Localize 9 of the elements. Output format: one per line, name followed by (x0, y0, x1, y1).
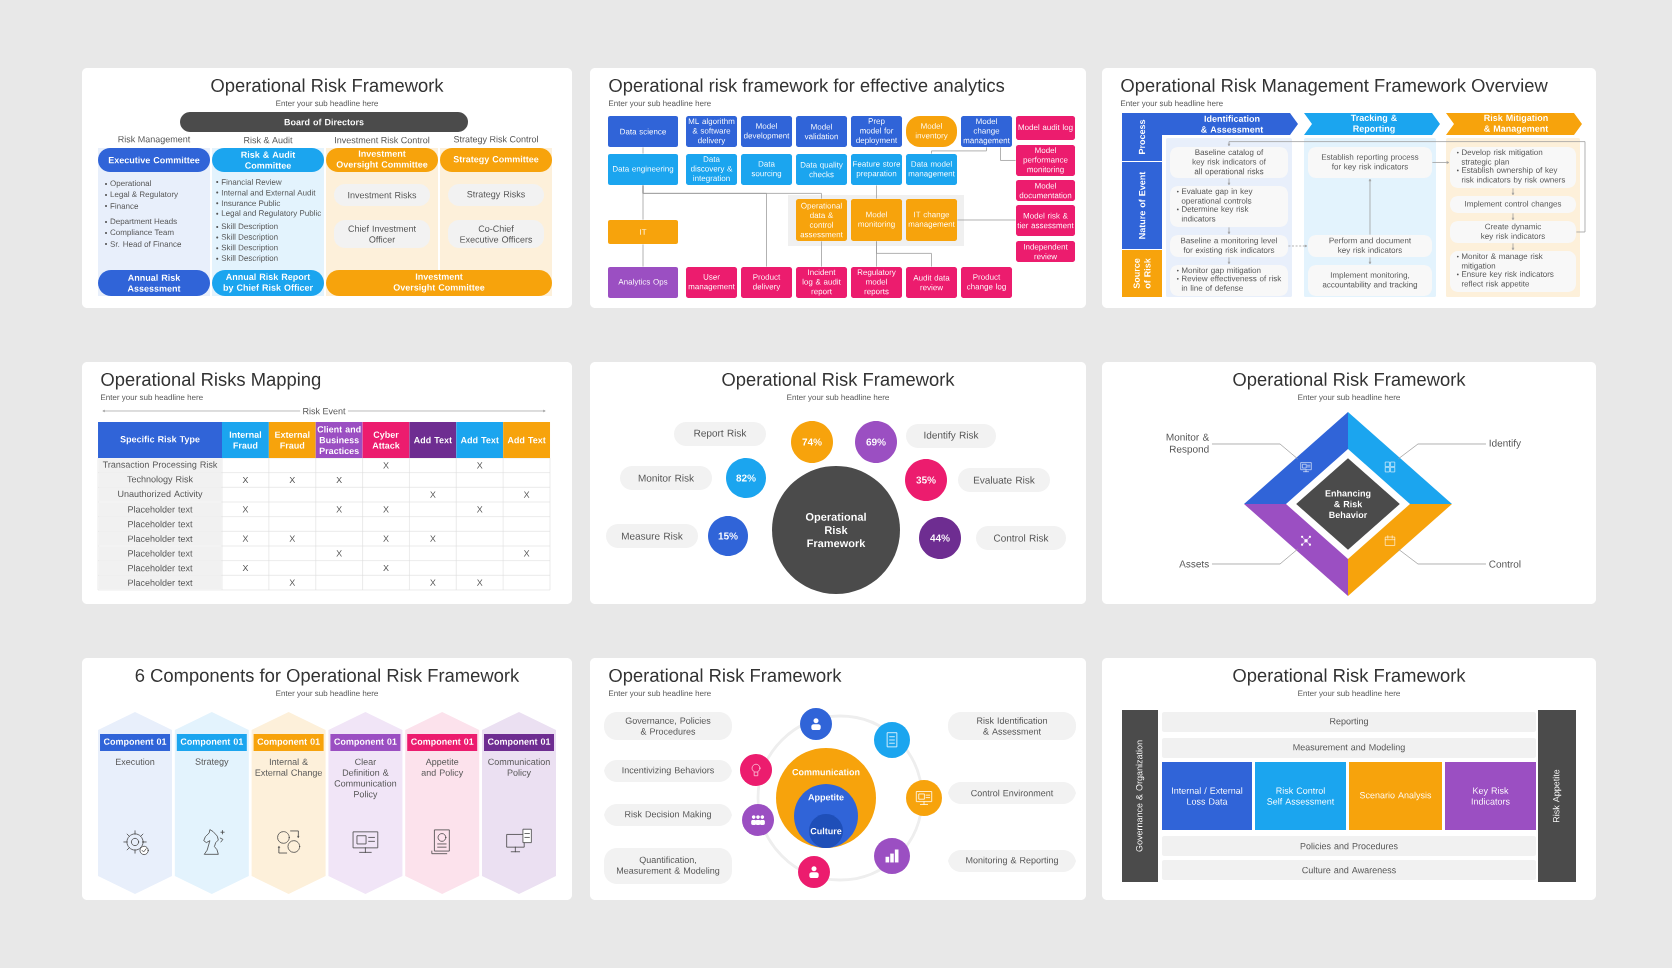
slide-title: Operational Risk Framework (1233, 668, 1466, 686)
slide-title: Operational Risk Framework (722, 372, 955, 390)
slide-title: Operational risk framework for effective analytics (609, 78, 1005, 96)
slide-title: Operational Risk Framework (1233, 372, 1466, 390)
slide-title: Operational Risk Framework (609, 668, 842, 686)
slide-title: Operational Risk Framework (211, 78, 444, 96)
slide-title: Operational Risks Mapping (101, 372, 321, 390)
slide-title: 6 Components for Operational Risk Framework (135, 668, 520, 686)
slide-title: Operational Risk Management Framework Overview (1121, 78, 1548, 96)
